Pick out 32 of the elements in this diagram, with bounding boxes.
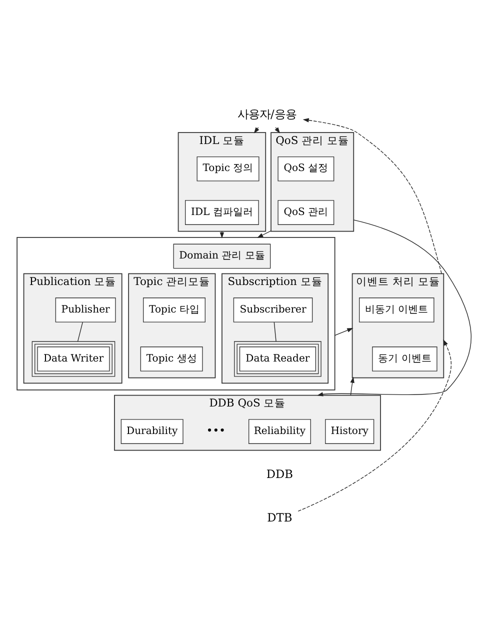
node-box: Publisher [54,298,116,322]
cluster [16,236,335,390]
node-text: 사용자/응용 [237,106,296,121]
label: ••• [206,424,225,438]
label: DDB [266,466,293,481]
node-box: History [324,419,374,444]
node-box: Reliability [248,419,310,444]
node-box: QoS 설정 [277,156,334,182]
node-text: DTB [266,510,292,525]
arrow [219,231,224,238]
arrow [316,220,471,396]
connector [273,322,276,342]
node-box: Durability [120,419,183,444]
node-box: Topic 정의 [196,156,259,182]
arrow [253,127,259,134]
node-box: Domain 관리 모듈 [172,244,270,269]
node-box: Topic 생성 [140,346,202,372]
arrow [302,118,442,274]
node-box: 동기 이벤트 [372,346,437,372]
node-box: QoS 관리 [277,200,334,225]
node-box: Topic 타입 [142,298,205,322]
connector [76,322,82,342]
node-box: 비동기 이벤트 [358,298,434,322]
arrow [334,328,353,336]
node-box: IDL 컴파일러 [184,200,258,225]
node-box: Subscriberer [232,298,312,322]
arrow [256,230,271,238]
arrow [350,376,354,396]
arrow [274,127,280,134]
arrow [297,339,451,512]
node-box: Data Writer [31,341,115,377]
node-box: Data Reader [234,341,321,377]
